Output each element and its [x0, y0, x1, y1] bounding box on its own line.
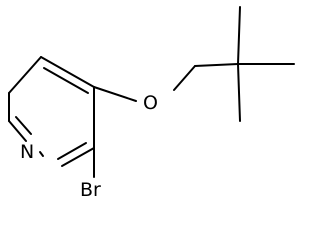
- ring-bond-c6-c5: [40, 56, 95, 88]
- atom-label-bromine: Br: [80, 179, 101, 201]
- ring-bond-n-c6-inner: [15, 116, 32, 135]
- bond-cq-me-top: [237, 6, 241, 65]
- ring-bond-c6-c5-inner: [43, 67, 89, 94]
- ring-bond-c3-c2-inner: [57, 142, 87, 160]
- ring-bond-c6-c5-far: [8, 56, 42, 94]
- bond-c3-o: [93, 86, 137, 102]
- ring-bond-n-c6: [8, 120, 27, 142]
- atom-label-nitrogen: N: [20, 141, 34, 163]
- bond-cq-me-bottom: [237, 63, 241, 122]
- atom-label-oxygen: O: [143, 92, 158, 114]
- bond-o-ch2: [173, 65, 196, 91]
- ring-bond-c2-n: [39, 151, 44, 157]
- bond-ch2-cq: [194, 63, 239, 67]
- ring-bond-c3-c2: [61, 147, 95, 167]
- structure-diagram: N Br O: [8, 6, 295, 201]
